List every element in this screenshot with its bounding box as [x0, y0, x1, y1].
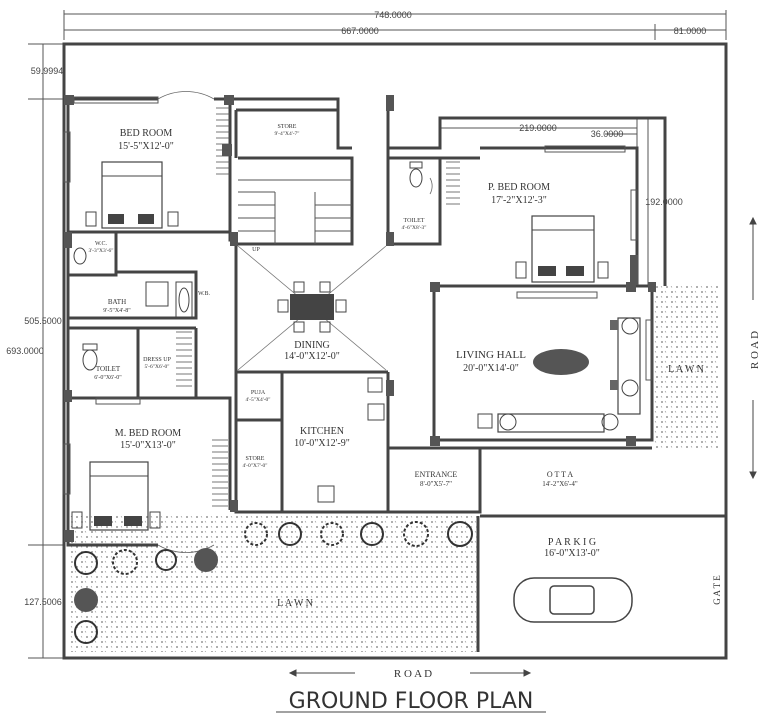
bath-name: BATH: [108, 298, 126, 306]
p-bed-room-size: 17'-2"X12'-3": [491, 195, 547, 206]
otta-size: 14'-2"X6'-4": [542, 480, 578, 488]
bath-size: 9'-5"X4'-8": [103, 308, 131, 314]
walls: [66, 97, 726, 652]
dress-up-size: 5'-6"X6'-0": [144, 364, 169, 370]
wc-name: W.C.: [95, 241, 108, 247]
dim-pbed-width: 219.0000: [519, 123, 557, 133]
wb-label: W.B.: [198, 291, 211, 297]
up-label: UP: [252, 247, 260, 253]
otta-name: O T T A: [547, 470, 574, 479]
lawn-bottom-label: L A W N: [277, 598, 313, 609]
wc-size: 3'-3"X3'-6": [88, 248, 113, 254]
road-right-label: R O A D: [749, 331, 761, 369]
toilet-top-name: TOILET: [404, 218, 425, 224]
plot-boundary: [62, 42, 728, 660]
dining-table-icon: [277, 281, 347, 333]
bed-room-size: 15'-5"X12'-0": [118, 141, 174, 152]
kitchen-size: 10'-0"X12'-9": [294, 438, 350, 449]
toilet-size: 6'-0"X6'-0": [94, 375, 122, 381]
kitchen-name: KITCHEN: [300, 426, 344, 437]
dim-top-offset: 59.9994: [31, 66, 64, 76]
dress-up-name: DRESS UP: [143, 357, 172, 363]
m-bed-room-name: M. BED ROOM: [115, 428, 182, 439]
columns: [64, 95, 656, 542]
tree-icons: [74, 521, 473, 644]
puja-name: PUJA: [251, 390, 266, 396]
bed-room-name: BED ROOM: [120, 128, 173, 139]
dim-right-offset: 81.0000: [674, 26, 707, 36]
plan-title: GROUND FLOOR PLAN: [289, 689, 534, 714]
dim-pbed-offset: 36.0000: [591, 129, 624, 139]
bed-icon-top-left: [85, 161, 179, 229]
m-bed-room-size: 15'-0"X13'-0": [120, 440, 176, 451]
dim-height-mid: 505.5000: [24, 316, 62, 326]
stair-hatch: [176, 107, 460, 507]
store-mid-name: STORE: [246, 456, 265, 462]
parking-size: 16'-0"X13'-0": [544, 548, 600, 559]
dining-size: 14'-0"X12'-0": [284, 351, 340, 362]
gate-label: G A T E: [712, 575, 722, 605]
toilet-fixtures: [73, 161, 423, 503]
dim-bottom-offset: 127.5006: [24, 597, 62, 607]
road-bottom-label: R O A D: [394, 668, 432, 680]
parking-name: P A R K I G: [548, 537, 596, 548]
lawn-right-area: [653, 286, 719, 448]
dim-total-height: 693.0000: [6, 346, 44, 356]
living-sofa-icon: [477, 317, 641, 433]
puja-size: 4'-5"X4'-0": [245, 397, 270, 403]
store-top-size: 9'-4"X4'-7": [274, 131, 299, 137]
toilet-top-size: 4'-6"X8'-3": [401, 225, 426, 231]
bed-icon-m-bed: [71, 461, 161, 531]
lawn-right-label: L A W N: [668, 364, 704, 375]
p-bed-room-name: P. BED ROOM: [488, 182, 550, 193]
living-hall-name: LIVING HALL: [456, 349, 526, 361]
bed-icon-p-bed: [515, 215, 609, 283]
dim-total-width: 748.0000: [374, 10, 412, 20]
entrance-size: 8'-0"X5'-7": [420, 480, 452, 488]
store-mid-size: 4'-0"X7'-0": [242, 463, 267, 469]
door-swings: [157, 91, 433, 553]
toilet-name: TOILET: [96, 365, 121, 373]
dining-name: DINING: [294, 340, 330, 351]
car-icon: [513, 577, 633, 623]
lawn-bottom-area: [68, 516, 478, 652]
living-hall-size: 20'-0"X14'-0": [463, 363, 519, 374]
road-arrows: [288, 216, 757, 677]
entrance-name: ENTRANCE: [415, 470, 458, 479]
store-top-name: STORE: [278, 124, 297, 130]
dim-inner-width: 667.0000: [341, 26, 379, 36]
